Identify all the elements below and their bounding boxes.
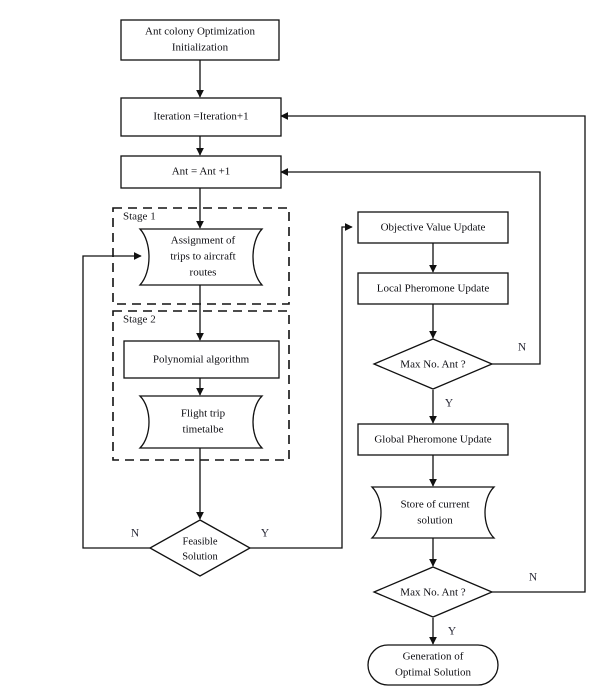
connector-maxant1-no-loop (280, 168, 541, 365)
node-max-ant-2-label: Max No. Ant ? (400, 587, 466, 599)
connector-feasible-yes-to-objective (250, 223, 353, 549)
node-store-solution[interactable]: Store of current solution (370, 486, 496, 539)
node-local-pheromone-update[interactable]: Local Pheromone Update (357, 272, 509, 305)
node-start-label-line2: Initialization (172, 42, 229, 54)
node-global-pheromone-update[interactable]: Global Pheromone Update (357, 423, 509, 456)
node-iteration-label: Iteration =Iteration+1 (153, 111, 248, 123)
node-start-label-line1: Ant colony Optimization (145, 26, 255, 38)
node-local-pheromone-label: Local Pheromone Update (377, 283, 490, 295)
node-store-label-line1: Store of current (400, 499, 469, 511)
node-timetable-label-line1: Flight trip (181, 408, 226, 420)
node-end-label-line1: Generation of (403, 651, 464, 663)
node-ant[interactable]: Ant = Ant +1 (120, 155, 282, 189)
node-objective-label: Objective Value Update (381, 222, 486, 234)
node-store-label-line2: solution (417, 515, 453, 527)
node-start[interactable]: Ant colony Optimization Initialization (120, 19, 280, 61)
node-end[interactable]: Generation of Optimal Solution (367, 644, 499, 686)
node-ant-label: Ant = Ant +1 (172, 166, 231, 178)
node-iteration[interactable]: Iteration =Iteration+1 (120, 97, 282, 137)
connector-maxant2-no-loop (280, 112, 586, 593)
node-max-ant-1-label: Max No. Ant ? (400, 359, 466, 371)
node-polynomial[interactable]: Polynomial algorithm (123, 340, 280, 379)
branch-label-feasible-no: N (131, 528, 140, 540)
branch-label-maxant2-yes: Y (448, 626, 457, 638)
node-timetable[interactable]: Flight trip timetalbe (138, 395, 264, 449)
node-feasible-label-line2: Solution (182, 551, 218, 562)
connector-feasible-no-loop (82, 252, 150, 549)
node-global-pheromone-label: Global Pheromone Update (374, 434, 491, 446)
node-polynomial-label: Polynomial algorithm (153, 354, 250, 366)
node-feasible-label-line1: Feasible (183, 536, 218, 547)
branch-label-feasible-yes: Y (261, 528, 270, 540)
node-assignment-label-line2: trips to aircraft (170, 251, 235, 263)
node-feasible-solution[interactable]: Feasible Solution (148, 519, 252, 577)
node-assignment-label-line1: Assignment of (171, 235, 236, 247)
node-assignment[interactable]: Assignment of trips to aircraft routes (138, 228, 264, 286)
node-assignment-label-line3: routes (190, 267, 217, 279)
node-objective-value-update[interactable]: Objective Value Update (357, 211, 509, 244)
node-max-ant-decision-1[interactable]: Max No. Ant ? (372, 338, 494, 390)
branch-label-maxant1-yes: Y (445, 398, 454, 410)
stage-1-label: Stage 1 (123, 211, 156, 223)
node-timetable-label-line2: timetalbe (183, 424, 224, 436)
branch-label-maxant1-no: N (518, 342, 527, 354)
node-end-label-line2: Optimal Solution (395, 667, 472, 679)
node-max-ant-decision-2[interactable]: Max No. Ant ? (372, 566, 494, 618)
stage-2-label: Stage 2 (123, 314, 156, 326)
stage-2-group: Stage 2 (112, 310, 290, 461)
branch-label-maxant2-no: N (529, 572, 538, 584)
